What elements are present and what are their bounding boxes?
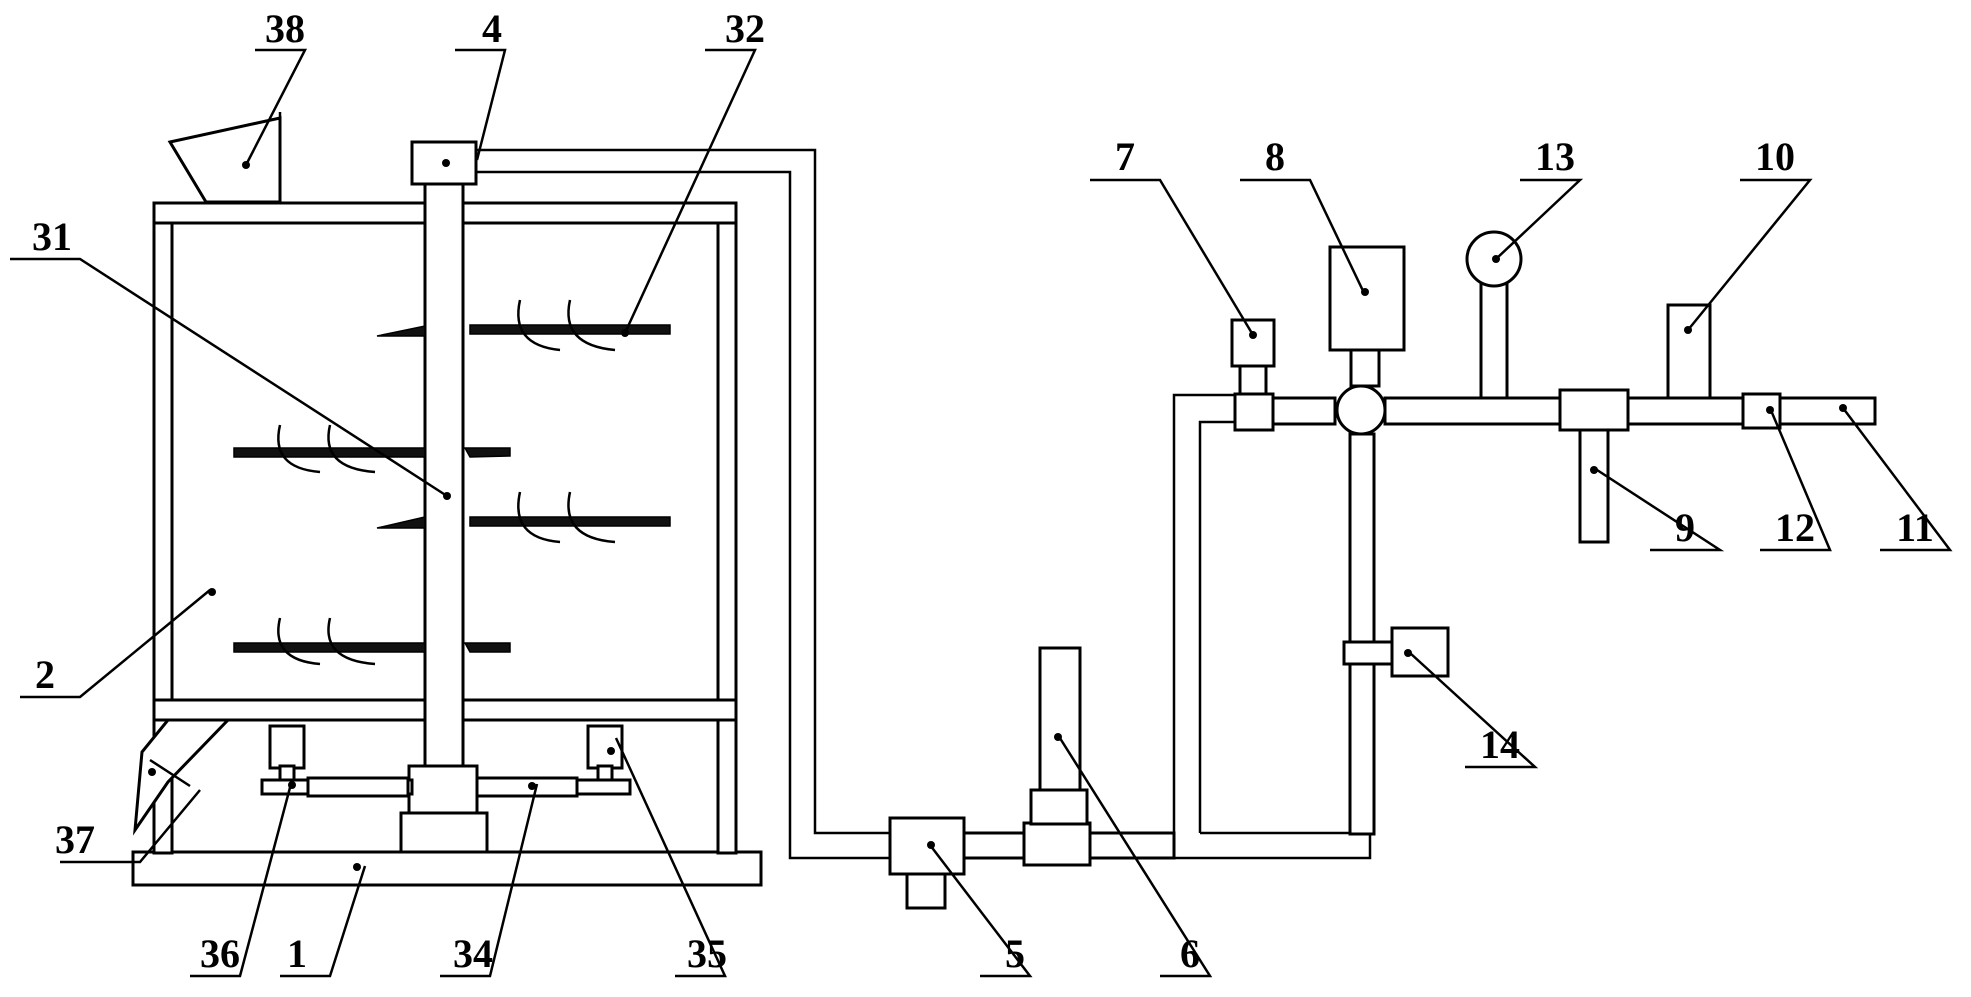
label-6: 6 bbox=[1180, 931, 1200, 976]
label-12: 12 bbox=[1775, 505, 1815, 550]
stirring-blades bbox=[233, 299, 671, 666]
label-37: 37 bbox=[55, 817, 95, 862]
return-pipe bbox=[476, 148, 890, 860]
leader-dots bbox=[148, 159, 1847, 871]
label-13: 13 bbox=[1535, 134, 1575, 179]
device-10 bbox=[1666, 303, 1712, 400]
stirring-shaft bbox=[399, 140, 489, 854]
label-34: 34 bbox=[453, 931, 493, 976]
pipe-5-to-6 bbox=[962, 646, 1176, 867]
label-8: 8 bbox=[1265, 134, 1285, 179]
label-14: 14 bbox=[1480, 722, 1520, 767]
label-2: 2 bbox=[35, 652, 55, 697]
label-36: 36 bbox=[200, 931, 240, 976]
tank-8 bbox=[1328, 245, 1406, 388]
valve-7 bbox=[1230, 318, 1276, 432]
label-35: 35 bbox=[687, 931, 727, 976]
label-38: 38 bbox=[265, 6, 305, 51]
label-4: 4 bbox=[482, 6, 502, 51]
label-1: 1 bbox=[287, 931, 307, 976]
feed-hopper bbox=[167, 112, 282, 204]
label-5: 5 bbox=[1005, 931, 1025, 976]
vertical-drop bbox=[1342, 432, 1450, 836]
drive-rods bbox=[260, 724, 632, 798]
label-32: 32 bbox=[725, 6, 765, 51]
valve-12 bbox=[1741, 392, 1782, 430]
base-plate bbox=[131, 850, 763, 887]
pump-5 bbox=[888, 816, 966, 910]
junction-9 bbox=[1558, 388, 1630, 544]
discharge-chute bbox=[132, 718, 232, 836]
label-31: 31 bbox=[32, 214, 72, 259]
label-10: 10 bbox=[1755, 134, 1795, 179]
label-11: 11 bbox=[1896, 505, 1934, 550]
label-7: 7 bbox=[1115, 134, 1135, 179]
label-9: 9 bbox=[1675, 505, 1695, 550]
leader-lines bbox=[10, 48, 1953, 978]
bypass-loop bbox=[1172, 393, 1372, 860]
